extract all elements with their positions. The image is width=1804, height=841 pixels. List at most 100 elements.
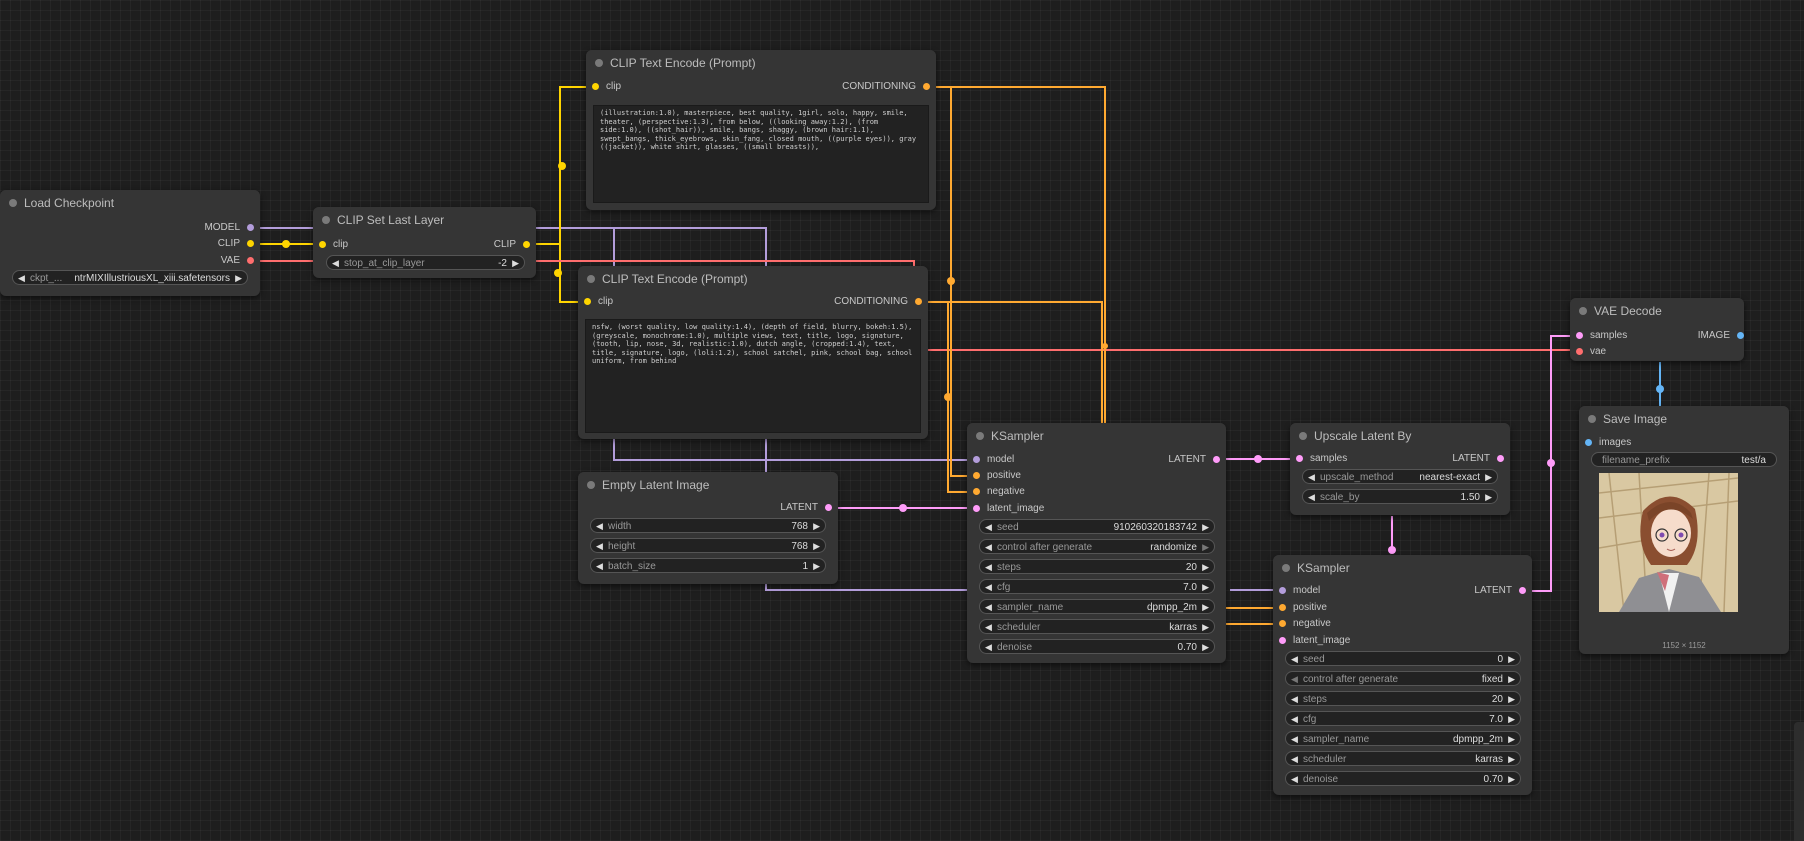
arrow-right-icon[interactable]: ▶	[813, 561, 820, 571]
ksampler-node-1[interactable]: KSampler model positive negative latent_…	[967, 423, 1226, 663]
input-slot-samples[interactable]: samples	[1296, 452, 1347, 466]
arrow-left-icon[interactable]: ◀	[1291, 654, 1298, 664]
input-slot-negative[interactable]: negative	[973, 485, 1025, 499]
arrow-right-icon[interactable]: ▶	[813, 521, 820, 531]
arrow-left-icon[interactable]: ◀	[1291, 754, 1298, 764]
arrow-left-icon[interactable]: ◀	[985, 622, 992, 632]
arrow-right-icon[interactable]: ▶	[1202, 582, 1209, 592]
arrow-left-icon[interactable]: ◀	[332, 258, 339, 268]
arrow-left-icon[interactable]: ◀	[1291, 774, 1298, 784]
collapse-dot-icon[interactable]	[1299, 432, 1307, 440]
arrow-right-icon[interactable]: ▶	[1508, 754, 1515, 764]
arrow-right-icon[interactable]: ▶	[1202, 522, 1209, 532]
collapse-dot-icon[interactable]	[1282, 564, 1290, 572]
node-title-bar[interactable]: CLIP Text Encode (Prompt)	[586, 50, 936, 76]
arrow-left-icon[interactable]: ◀	[1291, 734, 1298, 744]
load-checkpoint-node[interactable]: Load Checkpoint MODEL CLIP VAE ◀ ckpt_..…	[0, 190, 260, 296]
node-title-bar[interactable]: Upscale Latent By	[1290, 423, 1510, 449]
output-slot-image[interactable]: IMAGE	[1698, 329, 1744, 343]
arrow-right-icon[interactable]: ▶	[1202, 562, 1209, 572]
arrow-left-icon[interactable]: ◀	[18, 273, 25, 283]
node-title-bar[interactable]: CLIP Text Encode (Prompt)	[578, 266, 928, 292]
arrow-left-icon[interactable]: ◀	[985, 582, 992, 592]
clip-set-last-layer-node[interactable]: CLIP Set Last Layer clip CLIP ◀ stop_at_…	[313, 207, 536, 278]
node-title-bar[interactable]: VAE Decode	[1570, 298, 1744, 324]
input-slot-clip[interactable]: clip	[592, 80, 621, 94]
collapse-dot-icon[interactable]	[9, 199, 17, 207]
output-slot-vae[interactable]: VAE	[221, 254, 254, 268]
arrow-left-icon[interactable]: ◀	[985, 522, 992, 532]
collapse-dot-icon[interactable]	[1579, 307, 1587, 315]
side-panel-edge[interactable]	[1794, 722, 1804, 841]
output-slot-conditioning[interactable]: CONDITIONING	[834, 295, 922, 309]
arrow-left-icon[interactable]: ◀	[985, 642, 992, 652]
arrow-left-icon[interactable]: ◀	[596, 541, 603, 551]
collapse-dot-icon[interactable]	[587, 275, 595, 283]
arrow-left-icon[interactable]: ◀	[596, 561, 603, 571]
arrow-left-icon[interactable]: ◀	[1308, 492, 1315, 502]
arrow-left-icon[interactable]: ◀	[1291, 714, 1298, 724]
input-slot-images[interactable]: images	[1585, 436, 1631, 450]
output-slot-latent[interactable]: LATENT	[1452, 452, 1504, 466]
clip-text-encode-negative-node[interactable]: CLIP Text Encode (Prompt) clip CONDITION…	[578, 266, 928, 439]
output-slot-model[interactable]: MODEL	[204, 221, 254, 235]
prompt-textarea[interactable]: nsfw, (worst quality, low quality:1.4), …	[585, 319, 921, 433]
arrow-right-icon[interactable]: ▶	[1202, 642, 1209, 652]
output-slot-conditioning[interactable]: CONDITIONING	[842, 80, 930, 94]
node-title-bar[interactable]: CLIP Set Last Layer	[313, 207, 536, 233]
collapse-dot-icon[interactable]	[1588, 415, 1596, 423]
filename-prefix-input[interactable]: filename_prefix test/a	[1591, 452, 1777, 467]
output-slot-latent[interactable]: LATENT	[1168, 453, 1220, 467]
input-slot-model[interactable]: model	[973, 453, 1014, 467]
arrow-right-icon[interactable]: ▶	[1508, 774, 1515, 784]
input-slot-positive[interactable]: positive	[1279, 601, 1327, 615]
arrow-right-icon[interactable]: ▶	[1202, 622, 1209, 632]
input-slot-latent-image[interactable]: latent_image	[1279, 634, 1350, 648]
prompt-textarea[interactable]: (illustration:1.0), masterpiece, best qu…	[593, 105, 929, 203]
ksampler-node-2[interactable]: KSampler model positive negative latent_…	[1273, 555, 1532, 795]
arrow-right-icon[interactable]: ▶	[1485, 472, 1492, 482]
input-slot-clip[interactable]: clip	[584, 295, 613, 309]
ckpt-name-combo[interactable]: ◀ ckpt_... ntrMIXIllustriousXL_xiii.safe…	[12, 270, 248, 285]
input-slot-samples[interactable]: samples	[1576, 329, 1627, 343]
output-slot-latent[interactable]: LATENT	[780, 501, 832, 515]
arrow-right-icon[interactable]: ▶	[235, 273, 242, 283]
collapse-dot-icon[interactable]	[976, 432, 984, 440]
input-slot-model[interactable]: model	[1279, 584, 1320, 598]
arrow-right-icon[interactable]: ▶	[1508, 694, 1515, 704]
input-slot-vae[interactable]: vae	[1576, 345, 1606, 359]
save-image-node[interactable]: Save Image images filename_prefix test/a	[1579, 406, 1789, 654]
output-slot-clip[interactable]: CLIP	[218, 237, 254, 251]
vae-decode-node[interactable]: VAE Decode samples vae IMAGE	[1570, 298, 1744, 361]
collapse-dot-icon[interactable]	[322, 216, 330, 224]
node-title-bar[interactable]: Save Image	[1579, 406, 1789, 432]
input-slot-clip[interactable]: clip	[319, 238, 348, 252]
collapse-dot-icon[interactable]	[595, 59, 603, 67]
arrow-right-icon[interactable]: ▶	[1202, 602, 1209, 612]
input-slot-negative[interactable]: negative	[1279, 617, 1331, 631]
node-title-bar[interactable]: Empty Latent Image	[578, 472, 838, 498]
arrow-right-icon[interactable]: ▶	[1485, 492, 1492, 502]
node-title-bar[interactable]: Load Checkpoint	[0, 190, 260, 216]
arrow-right-icon[interactable]: ▶	[1508, 654, 1515, 664]
arrow-left-icon[interactable]: ◀	[985, 542, 992, 552]
arrow-left-icon[interactable]: ◀	[1308, 472, 1315, 482]
arrow-left-icon[interactable]: ◀	[985, 562, 992, 572]
input-slot-latent-image[interactable]: latent_image	[973, 502, 1044, 516]
output-slot-clip[interactable]: CLIP	[494, 238, 530, 252]
arrow-right-icon[interactable]: ▶	[1202, 542, 1209, 552]
